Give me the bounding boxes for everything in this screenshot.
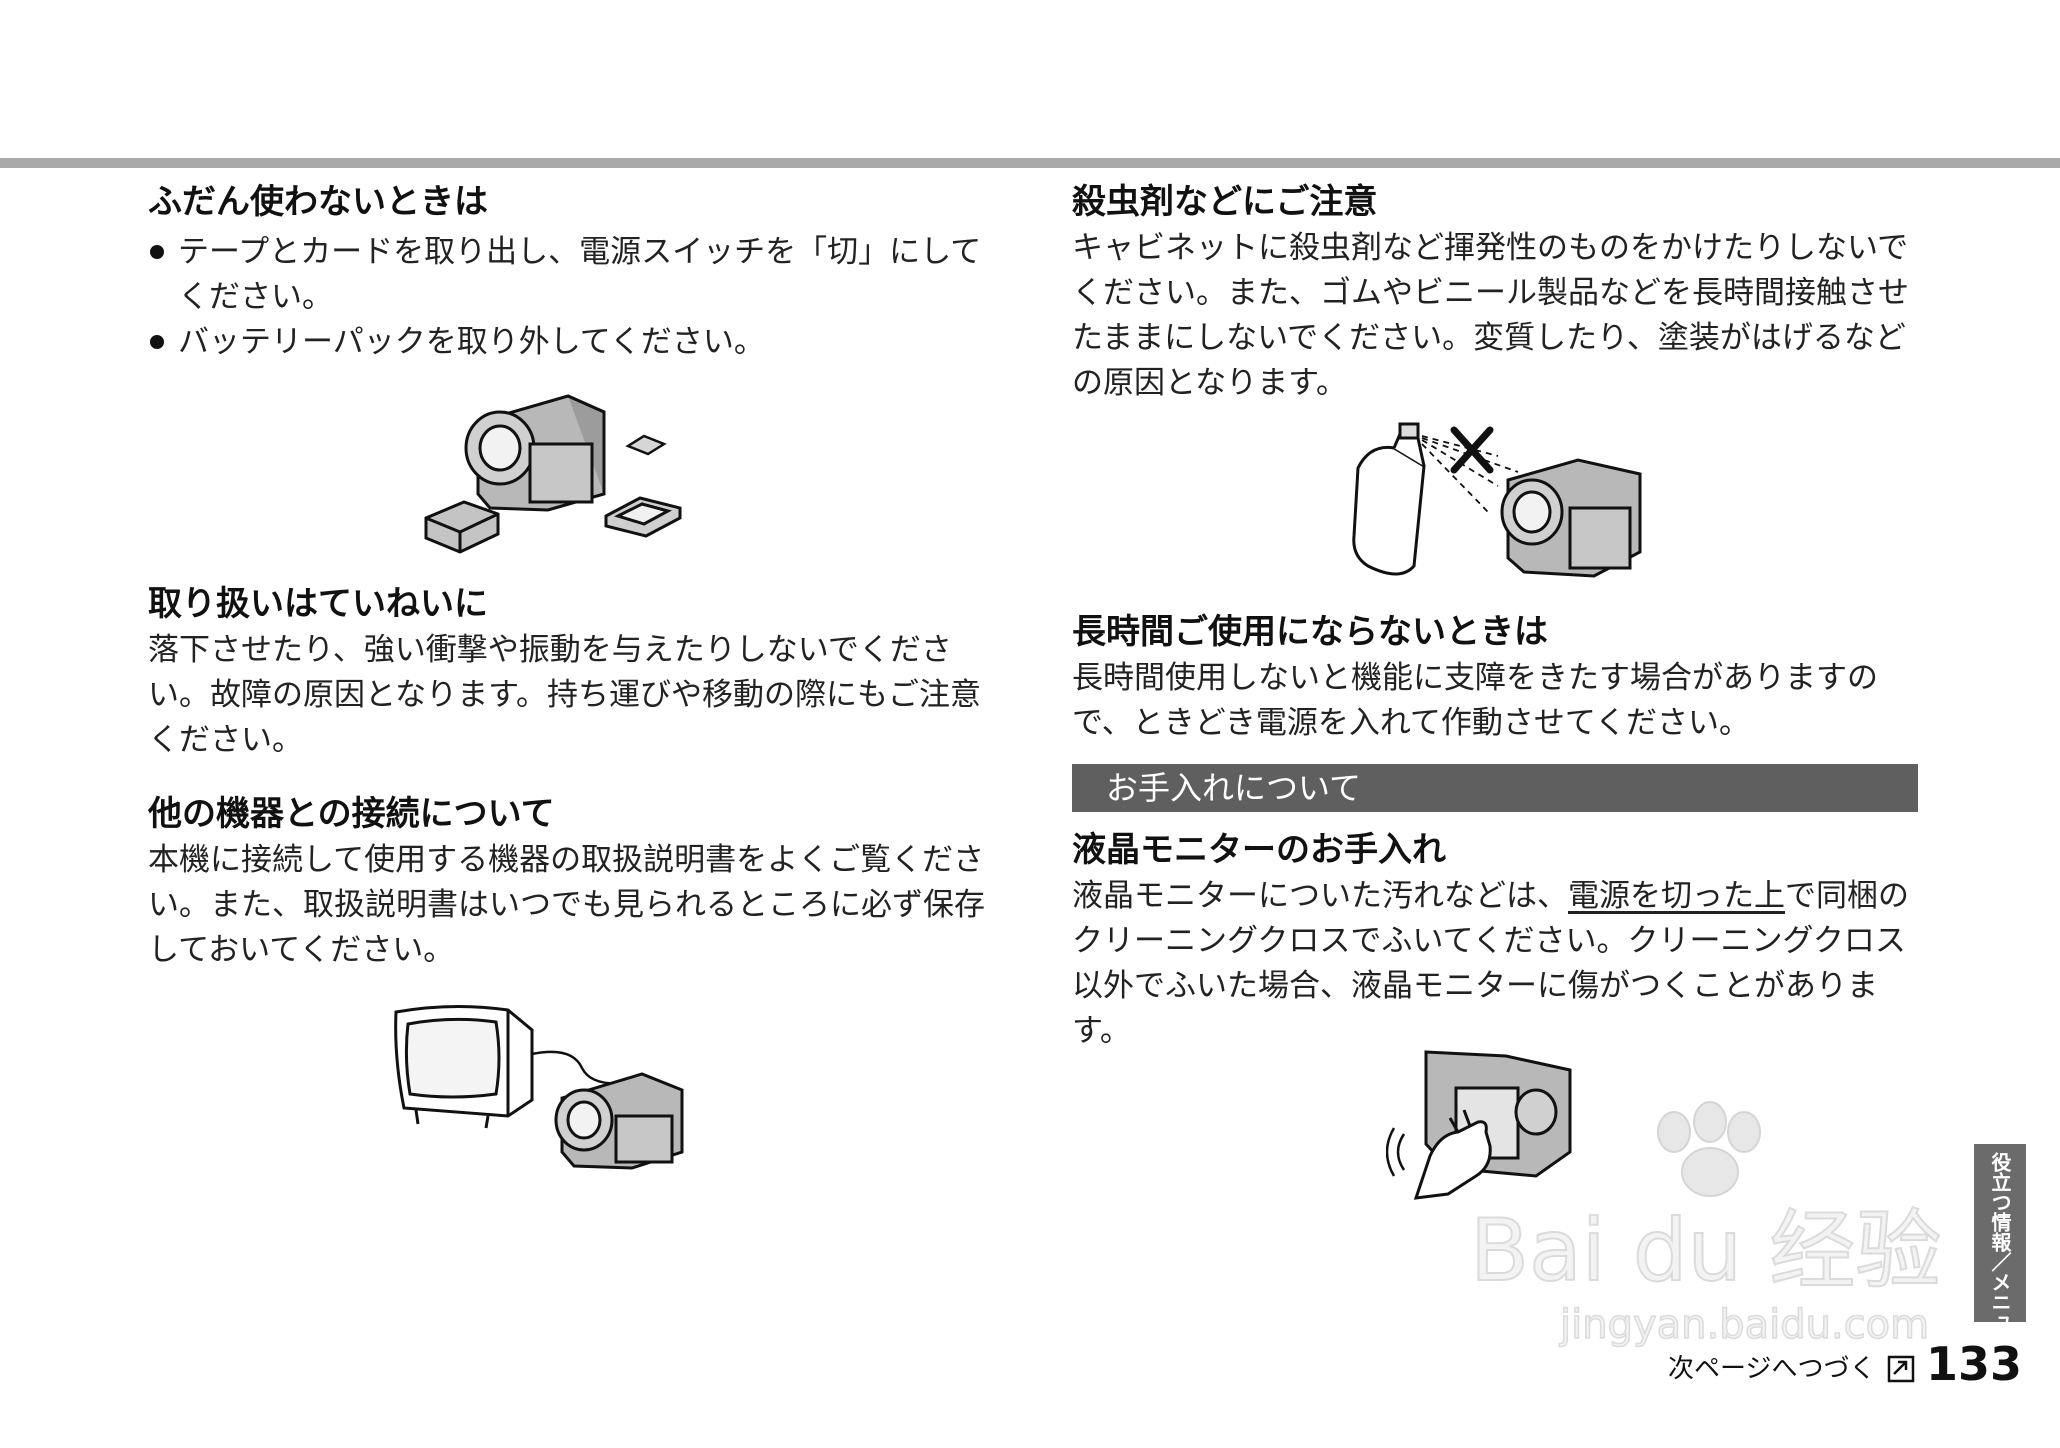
camcorder-icon	[554, 1072, 684, 1170]
continue-arrow-icon	[1887, 1355, 1915, 1383]
tv-connection-illustration	[394, 1004, 684, 1170]
top-divider	[0, 158, 2060, 168]
tv-icon	[394, 1004, 534, 1129]
motion-lines-icon	[1386, 1127, 1406, 1177]
battery-icon	[424, 500, 500, 554]
watermark-brand: Bai du 经验	[1470, 1201, 1940, 1301]
list-item: バッテリーパックを取り外してください。	[148, 320, 1008, 365]
section-connecting-devices: 他の機器との接続について 本機に接続して使用する機器の取扱説明書をよくご覧くださ…	[148, 790, 1008, 973]
section-handle-with-care: 取り扱いはていねいに 落下させたり、強い衝撃や振動を与えたりしないでください。故…	[148, 580, 1008, 763]
cassette-icon	[604, 496, 682, 538]
section-body: 液晶モニターについた汚れなどは、電源を切った上で同梱のクリーニングクロスでふいて…	[1072, 878, 1909, 1049]
lcd-cleaning-illustration	[1386, 1050, 1572, 1200]
side-index-tab: 役立つ情報／メニュー	[1974, 1144, 2026, 1352]
baidu-watermark: Bai du 经验 jingyan.baidu.com	[1469, 1101, 1940, 1349]
page-number: 133	[1926, 1337, 2023, 1391]
list-item: テープとカードを取り出し、電源スイッチを「切」にしてください。	[148, 230, 1008, 320]
section-title: 殺虫剤などにご注意	[1072, 182, 1378, 222]
paw-icon	[1657, 1101, 1761, 1197]
bullet-icon	[150, 335, 164, 349]
prohibited-x-icon	[1450, 426, 1494, 474]
section-title: 取り扱いはていねいに	[148, 584, 488, 624]
section-title: 長時間ご使用にならないときは	[1072, 612, 1548, 652]
underlined-phrase: 電源を切った上	[1568, 878, 1785, 914]
cable-line	[531, 1050, 633, 1085]
memory-card-icon	[625, 434, 667, 456]
camcorder-icon	[464, 394, 606, 512]
section-title: 液晶モニターのお手入れ	[1072, 830, 1446, 870]
insecticide-illustration	[1352, 422, 1642, 578]
watermark-url: jingyan.baidu.com	[1559, 1302, 1929, 1348]
section-title: ふだん使わないときは	[148, 182, 488, 222]
hand-wiping-icon	[1413, 1109, 1492, 1200]
section-body: キャビネットに殺虫剤など揮発性のものをかけたりしないでください。また、ゴムやビニ…	[1072, 230, 1909, 401]
section-when-not-in-use: ふだん使わないときは テープとカードを取り出し、電源スイッチを「切」にしてくださ…	[148, 178, 1008, 365]
section-body: 長時間使用しないと機能に支障をきたす場合がありますので、ときどき電源を入れて作動…	[1072, 660, 1878, 741]
section-body: 本機に接続して使用する機器の取扱説明書をよくご覧ください。また、取扱説明書はいつ…	[148, 842, 985, 968]
continue-next-page: 次ページへつづく	[1668, 1354, 1876, 1384]
section-body: 落下させたり、強い衝撃や振動を与えたりしないでください。故障の原因となります。持…	[148, 632, 981, 758]
bullet-list: テープとカードを取り出し、電源スイッチを「切」にしてください。 バッテリーパック…	[148, 230, 1008, 365]
section-lcd-care: 液晶モニターのお手入れ 液晶モニターについた汚れなどは、電源を切った上で同梱のク…	[1072, 826, 1918, 1054]
care-section-banner: お手入れについて	[1072, 764, 1918, 812]
section-title: 他の機器との接続について	[148, 794, 555, 834]
section-long-term-storage: 長時間ご使用にならないときは 長時間使用しないと機能に支障をきたす場合があります…	[1072, 608, 1918, 746]
bullet-icon	[150, 245, 164, 259]
camcorder-icon	[1500, 458, 1642, 578]
section-insecticide-caution: 殺虫剤などにご注意 キャビネットに殺虫剤など揮発性のものをかけたりしないでくださ…	[1072, 178, 1918, 406]
camcorder-accessories-illustration	[424, 394, 682, 554]
spray-can-icon	[1352, 422, 1426, 576]
